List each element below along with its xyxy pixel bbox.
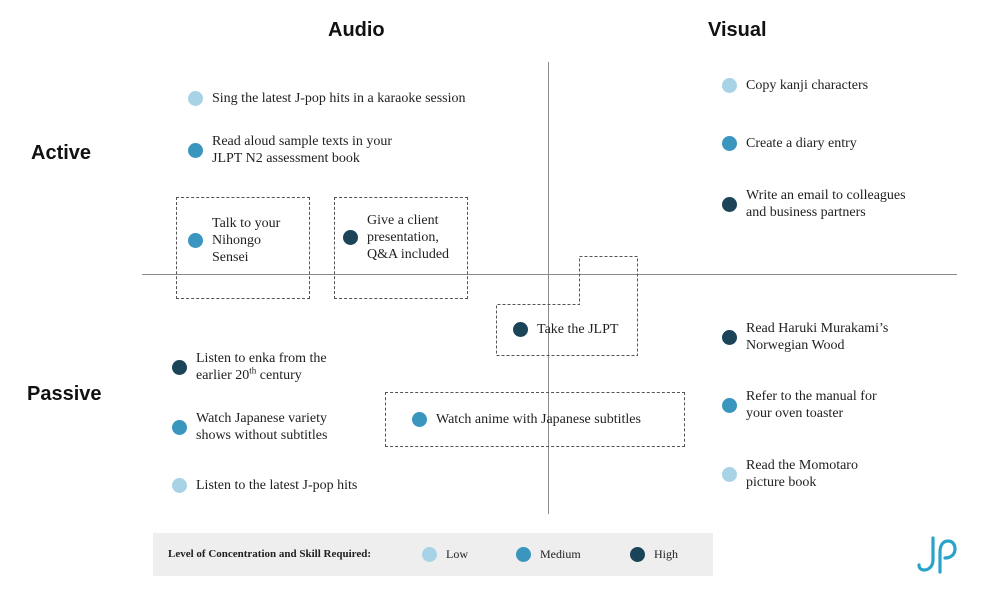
level-dot-low — [422, 547, 437, 562]
column-header-visual: Visual — [708, 19, 767, 41]
level-dot-high — [722, 329, 737, 345]
item-jlpt: Take the JLPT — [513, 321, 618, 338]
level-dot-low — [722, 78, 737, 93]
level-dot-medium — [722, 136, 737, 151]
level-dot-medium — [516, 547, 531, 562]
legend-item-high: High — [630, 546, 678, 563]
legend-title: Level of Concentration and Skill Require… — [168, 548, 372, 560]
item-karaoke: Sing the latest J-pop hits in a karaoke … — [188, 90, 466, 107]
row-header-active: Active — [31, 142, 92, 164]
item-label: Create a diary entry — [746, 136, 857, 151]
item-label: Copy kanji characters — [746, 78, 869, 93]
level-dot-high — [513, 322, 528, 337]
box-anime — [385, 392, 685, 447]
level-dot-low — [188, 91, 203, 106]
level-dot-medium — [722, 397, 737, 413]
item-anime: Watch anime with Japanese subtitles — [412, 411, 641, 428]
level-dot-medium — [172, 419, 187, 435]
box-presentation — [334, 197, 468, 299]
vertical-axis — [548, 62, 549, 514]
horizontal-axis — [142, 274, 957, 275]
level-dot-low — [172, 478, 187, 493]
legend: Level of Concentration and Skill Require… — [153, 533, 713, 576]
legend-label: Medium — [540, 547, 581, 561]
level-dot-medium — [188, 142, 203, 158]
item-label: Take the JLPT — [537, 322, 619, 337]
level-dot-high — [630, 547, 645, 562]
box-jlpt — [496, 256, 638, 356]
row-header-passive: Passive — [27, 383, 102, 405]
item-label: Listen to the latest J-pop hits — [196, 478, 358, 493]
legend-label: Low — [446, 547, 468, 561]
legend-item-low: Low — [422, 546, 468, 563]
level-dot-high — [343, 230, 358, 245]
level-dot-low — [722, 466, 737, 482]
item-label: Sing the latest J-pop hits in a karaoke … — [212, 91, 466, 106]
level-dot-high — [722, 196, 737, 212]
item-label: Watch anime with Japanese subtitles — [436, 412, 641, 427]
level-dot-high — [172, 359, 187, 375]
item-diary: Create a diary entry — [722, 135, 857, 152]
box-sensei — [176, 197, 310, 299]
column-header-audio: Audio — [328, 19, 385, 41]
jp-logo-icon — [917, 536, 957, 574]
level-dot-medium — [412, 412, 427, 427]
level-dot-medium — [188, 233, 203, 248]
legend-label: High — [654, 547, 678, 561]
item-kanji: Copy kanji characters — [722, 77, 868, 94]
legend-item-medium: Medium — [516, 546, 581, 563]
item-jpop: Listen to the latest J-pop hits — [172, 477, 357, 494]
